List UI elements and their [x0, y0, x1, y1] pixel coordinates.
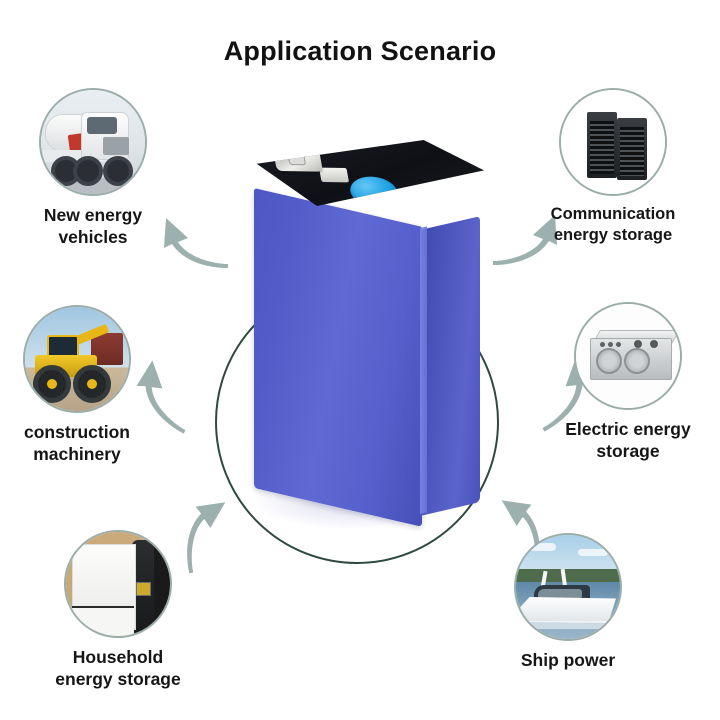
battery-negative-terminal	[403, 187, 456, 206]
battery-edge-highlight	[420, 226, 427, 515]
scenario-label: New energy vehicles	[0, 204, 188, 249]
label-line-1: New energy	[43, 205, 143, 225]
home-battery-icon	[64, 530, 172, 638]
inverter-icon	[574, 302, 682, 410]
yacht-icon	[514, 533, 622, 641]
scenario-ship-power[interactable]: Ship power	[473, 533, 663, 671]
terminal-nut-icon	[287, 151, 307, 166]
battery-label-sticker	[318, 167, 350, 183]
scenario-label: Communication energy storage	[518, 204, 708, 246]
scenario-new-energy-vehicles[interactable]: New energy vehicles	[0, 88, 188, 249]
battery-side-face	[420, 216, 480, 516]
battery-front-face	[254, 188, 422, 527]
label-line-1: Household	[72, 647, 164, 667]
scenario-label: Ship power	[473, 649, 663, 671]
battery-vent-cap	[347, 176, 401, 206]
scenario-label: construction machinery	[0, 421, 172, 466]
label-line-1: construction	[24, 422, 130, 442]
scenario-label: Electric energy storage	[533, 418, 720, 463]
battery-positive-terminal	[271, 144, 324, 172]
scenario-construction-machinery[interactable]: construction machinery	[0, 305, 172, 466]
label-line-2: storage	[596, 441, 660, 462]
label-line-2: energy storage	[55, 669, 181, 690]
label-line-1: Ship power	[520, 650, 616, 670]
scenario-electric-energy-storage[interactable]: Electric energy storage	[533, 302, 720, 463]
arrow-to-communication-energy-storage	[487, 205, 563, 267]
battery-pin-hole	[424, 187, 428, 193]
scenario-communication-energy-storage[interactable]: Communication energy storage	[518, 88, 708, 246]
arrow-to-household-energy-storage	[173, 492, 249, 579]
label-line-2: machinery	[33, 444, 121, 465]
label-line-2: energy storage	[553, 226, 673, 245]
scenario-household-energy-storage[interactable]: Household energy storage	[23, 530, 213, 691]
label-line-2: vehicles	[58, 227, 128, 248]
label-line-1: Electric energy	[565, 419, 691, 439]
scenario-label: Household energy storage	[23, 646, 213, 691]
wheel-loader-icon	[23, 305, 131, 413]
arrow-to-construction-machinery	[121, 348, 217, 438]
page-title: Application Scenario	[223, 36, 497, 66]
arrow-to-new-energy-vehicles	[158, 208, 234, 270]
arrow-to-ship-power	[478, 490, 554, 577]
telecom-cabinet-icon	[559, 88, 667, 196]
truck-icon	[39, 88, 147, 196]
label-line-1: Communication	[550, 205, 676, 223]
battery-cell-illustration	[240, 140, 490, 530]
terminal-nut-icon	[419, 194, 439, 206]
